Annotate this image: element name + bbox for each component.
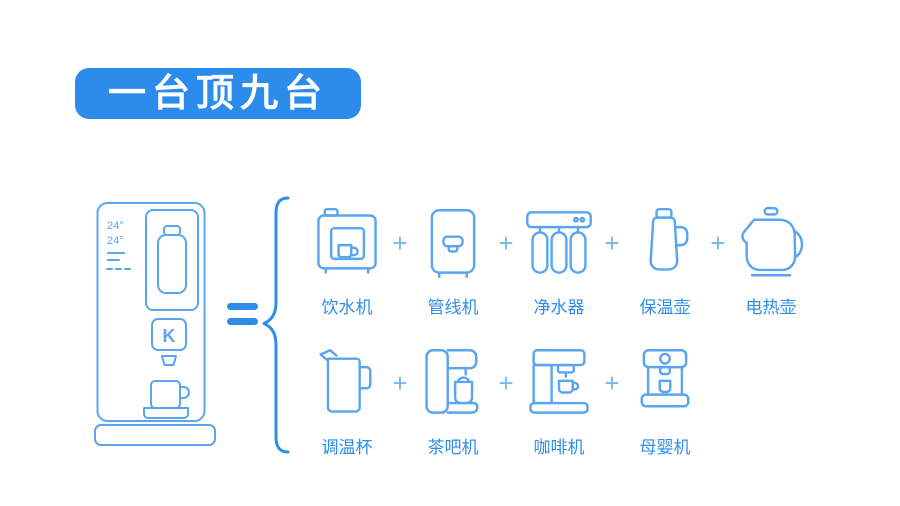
plus-sign: + bbox=[710, 227, 726, 258]
temperature-cup-icon bbox=[310, 340, 384, 426]
temperature-display-1: 24° bbox=[107, 220, 124, 232]
temperature-display-2: 24° bbox=[107, 235, 124, 247]
equals-sign bbox=[227, 303, 258, 325]
appliance-electric-kettle: 电热壶 bbox=[724, 200, 818, 318]
appliance-label: 保温壶 bbox=[639, 298, 691, 317]
mother-baby-machine-icon bbox=[628, 340, 702, 426]
appliance-row-2: 调温杯 + 茶吧机 + bbox=[300, 340, 712, 458]
thermos-icon bbox=[628, 200, 702, 286]
appliance-tea-bar-machine: 茶吧机 bbox=[406, 340, 500, 458]
water-purifier-icon bbox=[522, 200, 596, 286]
plus-sign: + bbox=[604, 367, 620, 398]
pipeline-machine-icon bbox=[416, 200, 490, 286]
appliance-water-dispenser: 饮水机 bbox=[300, 200, 394, 318]
appliance-pipeline-machine: 管线机 bbox=[406, 200, 500, 318]
brand-logo-letter: K bbox=[163, 326, 176, 346]
appliance-label: 茶吧机 bbox=[427, 438, 479, 457]
appliance-label: 调温杯 bbox=[321, 438, 373, 457]
electric-kettle-icon bbox=[734, 200, 808, 286]
main-water-dispenser-illustration: 24° 24° K bbox=[94, 201, 216, 447]
curly-brace bbox=[259, 196, 291, 454]
appliance-thermos: 保温壶 bbox=[618, 200, 712, 318]
page-title: 一台顶九台 bbox=[107, 72, 328, 115]
plus-sign: + bbox=[604, 227, 620, 258]
appliance-temperature-cup: 调温杯 bbox=[300, 340, 394, 458]
appliance-row-1: 饮水机 + 管线机 + bbox=[300, 200, 818, 318]
appliance-mother-baby-machine: 母婴机 bbox=[618, 340, 712, 458]
tea-bar-machine-icon bbox=[416, 340, 490, 426]
appliance-label: 净水器 bbox=[533, 298, 585, 317]
appliance-label: 母婴机 bbox=[639, 438, 691, 457]
plus-sign: + bbox=[392, 367, 408, 398]
appliance-label: 饮水机 bbox=[321, 298, 373, 317]
water-dispenser-icon bbox=[310, 200, 384, 286]
plus-sign: + bbox=[498, 367, 514, 398]
equals-bar-top bbox=[227, 303, 258, 310]
plus-sign: + bbox=[392, 227, 408, 258]
appliance-label: 管线机 bbox=[427, 298, 479, 317]
equals-bar-bottom bbox=[227, 318, 258, 325]
appliance-coffee-machine: 咖啡机 bbox=[512, 340, 606, 458]
title-banner: 一台顶九台 bbox=[75, 68, 361, 119]
appliance-label: 电热壶 bbox=[745, 298, 797, 317]
appliance-label: 咖啡机 bbox=[533, 438, 585, 457]
coffee-machine-icon bbox=[522, 340, 596, 426]
plus-sign: + bbox=[498, 227, 514, 258]
appliance-water-purifier: 净水器 bbox=[512, 200, 606, 318]
